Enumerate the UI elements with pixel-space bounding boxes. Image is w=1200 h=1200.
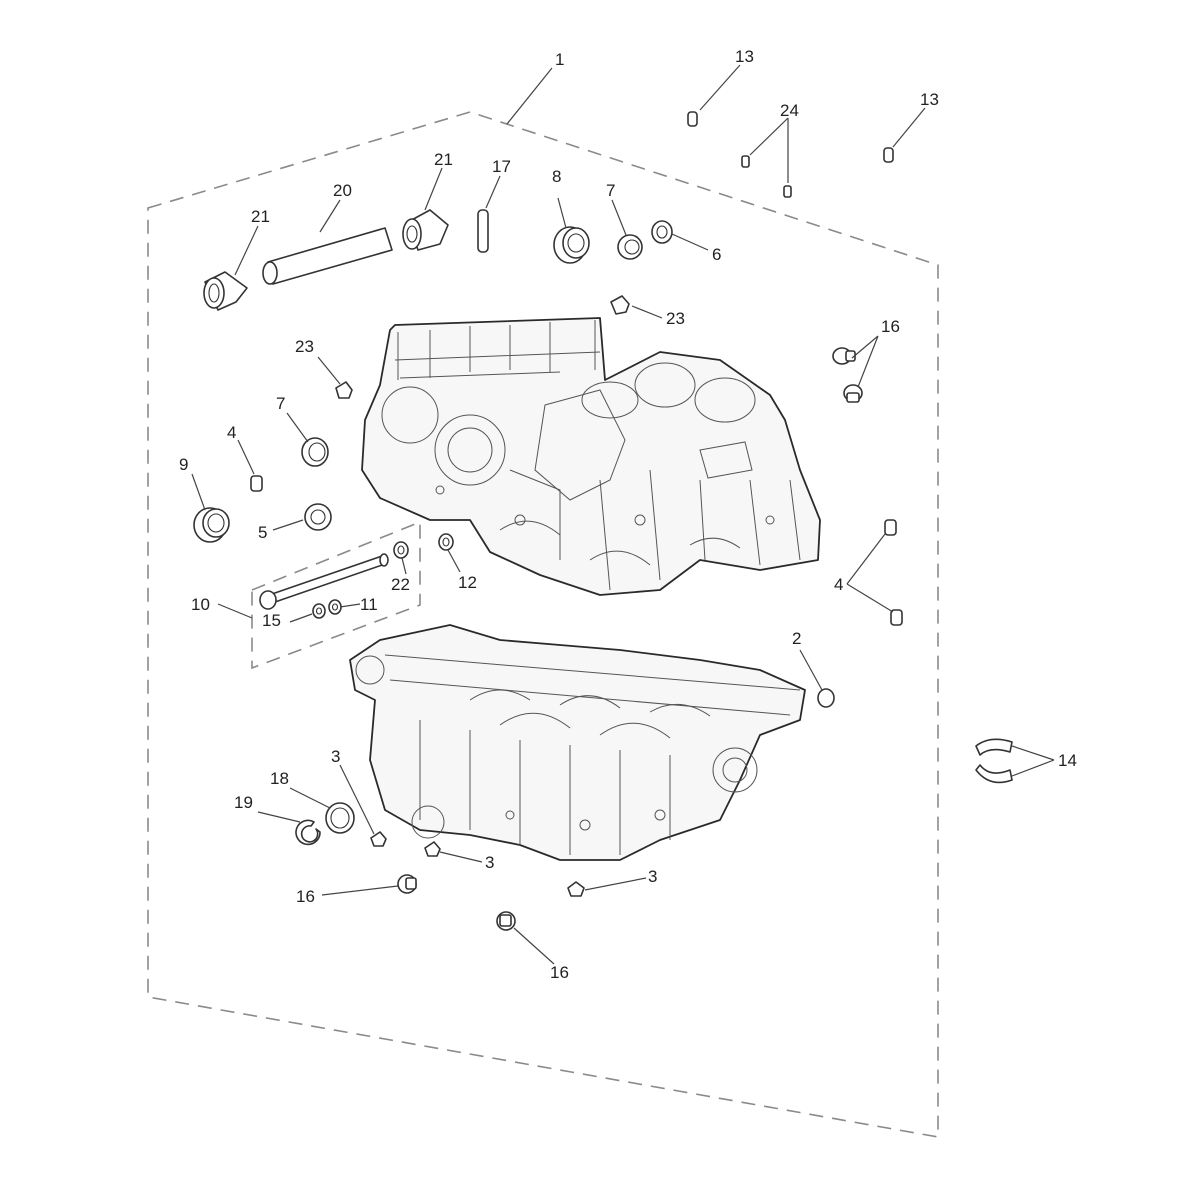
pin-24-right [783,185,792,198]
seal-18 [325,802,355,834]
washer-15 [312,603,326,619]
assembly-boundary [147,111,939,1138]
callout-21: 21 [251,207,270,226]
callout-9: 9 [179,455,188,474]
callout-10: 10 [191,595,210,614]
callout-1: 1 [555,50,564,69]
upper-crankcase [361,317,821,596]
plug-3-left [370,831,387,847]
callout-16: 16 [550,963,569,982]
dowel-4-left [250,475,263,492]
oil-feed-bolt-10 [259,553,389,610]
callout-7: 7 [276,394,285,413]
callout-19: 19 [234,793,253,812]
bush-21-right [402,209,449,251]
callout-7: 7 [606,181,615,200]
washer-5 [304,503,332,531]
plug-16-lower-a [397,874,417,894]
callout-23: 23 [666,309,685,328]
callout-16: 16 [296,887,315,906]
washer-22 [393,541,409,559]
washer-12 [438,533,454,551]
plug-2 [817,688,835,708]
callout-11: 11 [360,595,378,614]
callout-6: 6 [712,245,721,264]
callout-16: 16 [881,317,900,336]
plug-3-mid [424,841,441,857]
bush-21-left [203,271,248,311]
callout-15: 15 [262,611,281,630]
plug-3-right [567,881,585,897]
oil-feed-sub-boundary [251,520,421,670]
dowel-13-left [687,111,698,127]
callout-13: 13 [735,47,754,66]
callout-22: 22 [391,575,410,594]
thrust-washer-14 [975,738,1013,784]
callout-21: 21 [434,150,453,169]
callout-13: 13 [920,90,939,109]
dowel-17 [477,209,489,253]
callout-3: 3 [648,867,657,886]
plug-16-lower-b [496,911,516,931]
callout-24: 24 [780,101,799,120]
leader-lines [191,64,1055,965]
callout-4: 4 [227,423,236,442]
callout-20: 20 [333,181,352,200]
bearing-7-left [301,437,329,467]
callout-8: 8 [552,167,561,186]
plug-16-upper-b [843,384,863,403]
pin-24-left [741,155,750,168]
plug-16-upper-a [832,347,856,365]
callout-4: 4 [834,575,843,594]
plug-23-top [610,295,630,315]
bearing-8 [553,226,590,264]
dowel-4-right-bottom [890,609,903,626]
callout-labels: 1 13 24 13 21 17 20 8 7 21 6 23 16 23 7 … [179,47,1077,982]
plug-23-left [335,381,353,399]
callout-14: 14 [1058,751,1077,770]
seal-6 [651,220,673,244]
callout-12: 12 [458,573,477,592]
bearing-7-top [617,234,643,260]
shaft-20 [262,227,393,285]
circlip-19 [295,819,321,846]
callout-3: 3 [331,747,340,766]
dowel-4-right-top [884,519,897,536]
bearing-9 [193,507,230,543]
callout-17: 17 [492,157,511,176]
callout-18: 18 [270,769,289,788]
callout-3: 3 [485,853,494,872]
callout-23: 23 [295,337,314,356]
callout-2: 2 [792,629,801,648]
washer-11 [328,599,342,615]
lower-crankcase [349,624,806,861]
callout-5: 5 [258,523,267,542]
dowel-13-right [883,147,894,163]
